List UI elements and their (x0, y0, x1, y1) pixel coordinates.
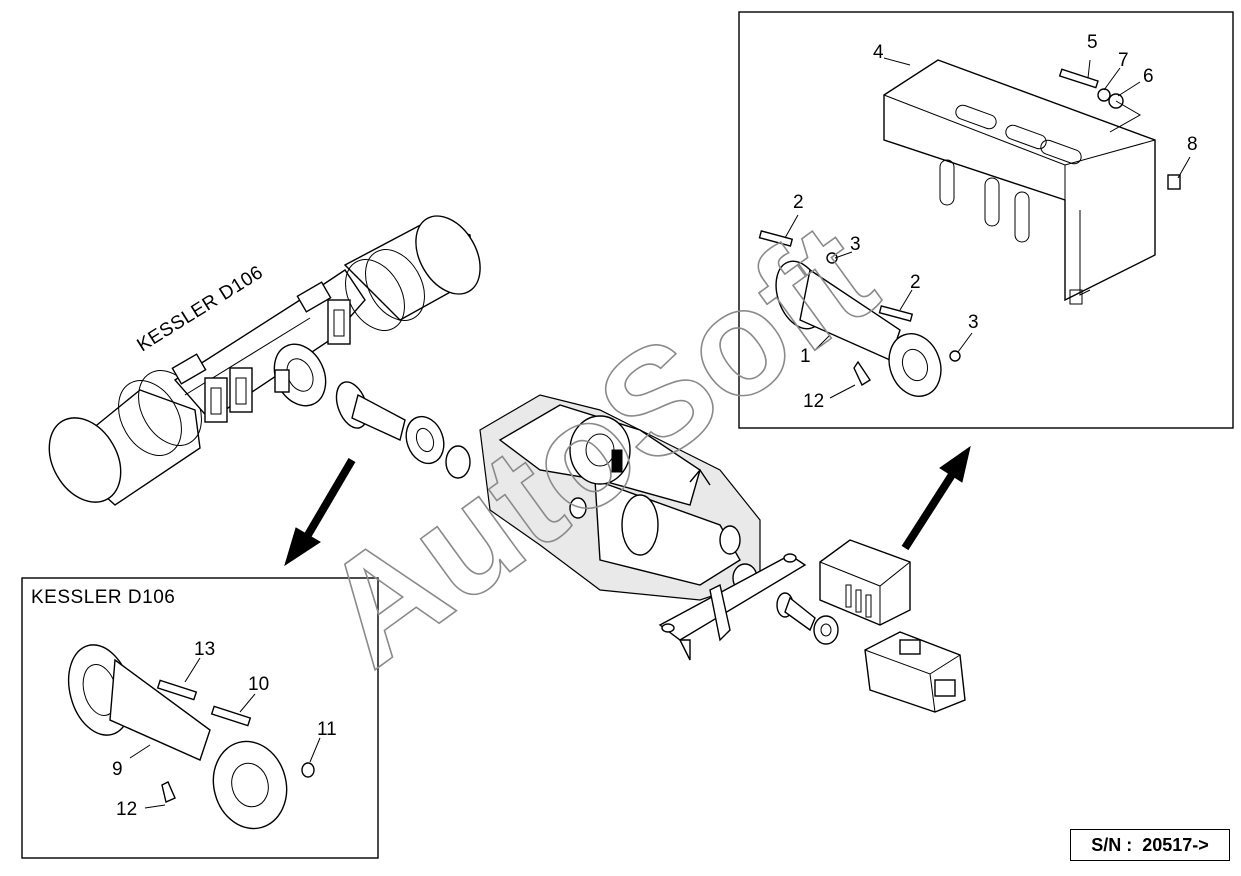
arrow-to-right-inset (901, 445, 971, 551)
callout-1: 1 (800, 346, 811, 367)
callout-9: 9 (112, 759, 123, 780)
callout-3a: 3 (850, 234, 861, 255)
inset-right: 4 5 7 6 8 2 3 2 3 1 12 (738, 11, 1234, 429)
callout-10: 10 (248, 674, 269, 695)
frame-bracket (658, 553, 807, 661)
arrow-to-left-inset (284, 457, 356, 567)
inset-left-title: KESSLER D106 (31, 587, 175, 608)
callout-6: 6 (1143, 66, 1154, 87)
callout-13: 13 (194, 639, 215, 660)
callout-4: 4 (873, 42, 884, 63)
callout-12-left: 12 (116, 799, 137, 820)
callout-12-right: 12 (803, 391, 824, 412)
drive-shaft-rear (776, 592, 839, 645)
inset-left: KESSLER D106 13 10 11 9 12 (21, 577, 379, 859)
serial-prefix: S/N : (1091, 834, 1133, 855)
serial-number-box: S/N : 20517-> (1070, 829, 1230, 861)
drive-shaft-front (335, 381, 445, 465)
gearbox-assembly (445, 394, 761, 601)
callout-5: 5 (1087, 32, 1098, 53)
small-guard (819, 539, 911, 626)
callout-8: 8 (1187, 134, 1198, 155)
hydraulic-motor (864, 631, 966, 713)
callout-11: 11 (317, 719, 337, 740)
serial-value: 20517-> (1142, 834, 1209, 855)
callout-2b: 2 (910, 272, 921, 293)
callout-3b: 3 (968, 312, 979, 333)
callout-2a: 2 (793, 192, 804, 213)
callout-7: 7 (1118, 50, 1129, 71)
